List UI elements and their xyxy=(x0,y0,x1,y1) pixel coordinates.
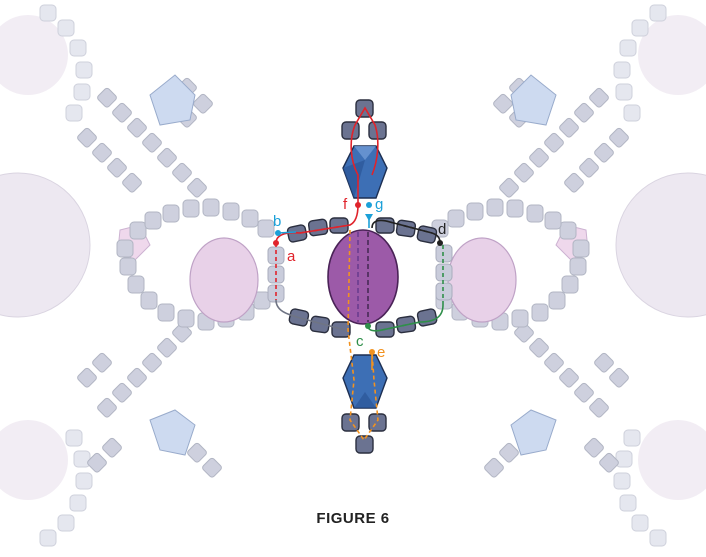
point-markers xyxy=(273,202,443,355)
point-g-marker xyxy=(366,202,372,208)
figure-caption: FIGURE 6 xyxy=(316,510,390,527)
point-b-marker xyxy=(275,230,281,236)
thread-paths xyxy=(275,106,444,442)
point-f-marker xyxy=(355,202,361,208)
label-d: d xyxy=(438,221,446,238)
point-d-marker xyxy=(437,240,443,246)
bottom-bicone-group xyxy=(341,354,388,454)
label-g: g xyxy=(375,196,383,213)
point-a-marker xyxy=(273,240,279,246)
point-e-marker xyxy=(369,349,375,355)
label-e: e xyxy=(377,344,385,361)
central-component: a b f g d c e xyxy=(267,99,453,454)
top-bicone-group xyxy=(341,99,388,199)
background-beadwork-left xyxy=(0,4,275,547)
point-g-arrow xyxy=(365,214,373,221)
label-a: a xyxy=(287,248,296,265)
background-beadwork-right xyxy=(431,4,706,547)
label-c: c xyxy=(356,333,364,350)
left-oval-stone xyxy=(189,237,259,323)
label-b: b xyxy=(273,213,281,230)
upper-right-arc-beads xyxy=(375,217,438,244)
center-rivoli xyxy=(327,229,399,325)
label-f: f xyxy=(343,196,348,213)
point-c-marker xyxy=(365,323,371,329)
